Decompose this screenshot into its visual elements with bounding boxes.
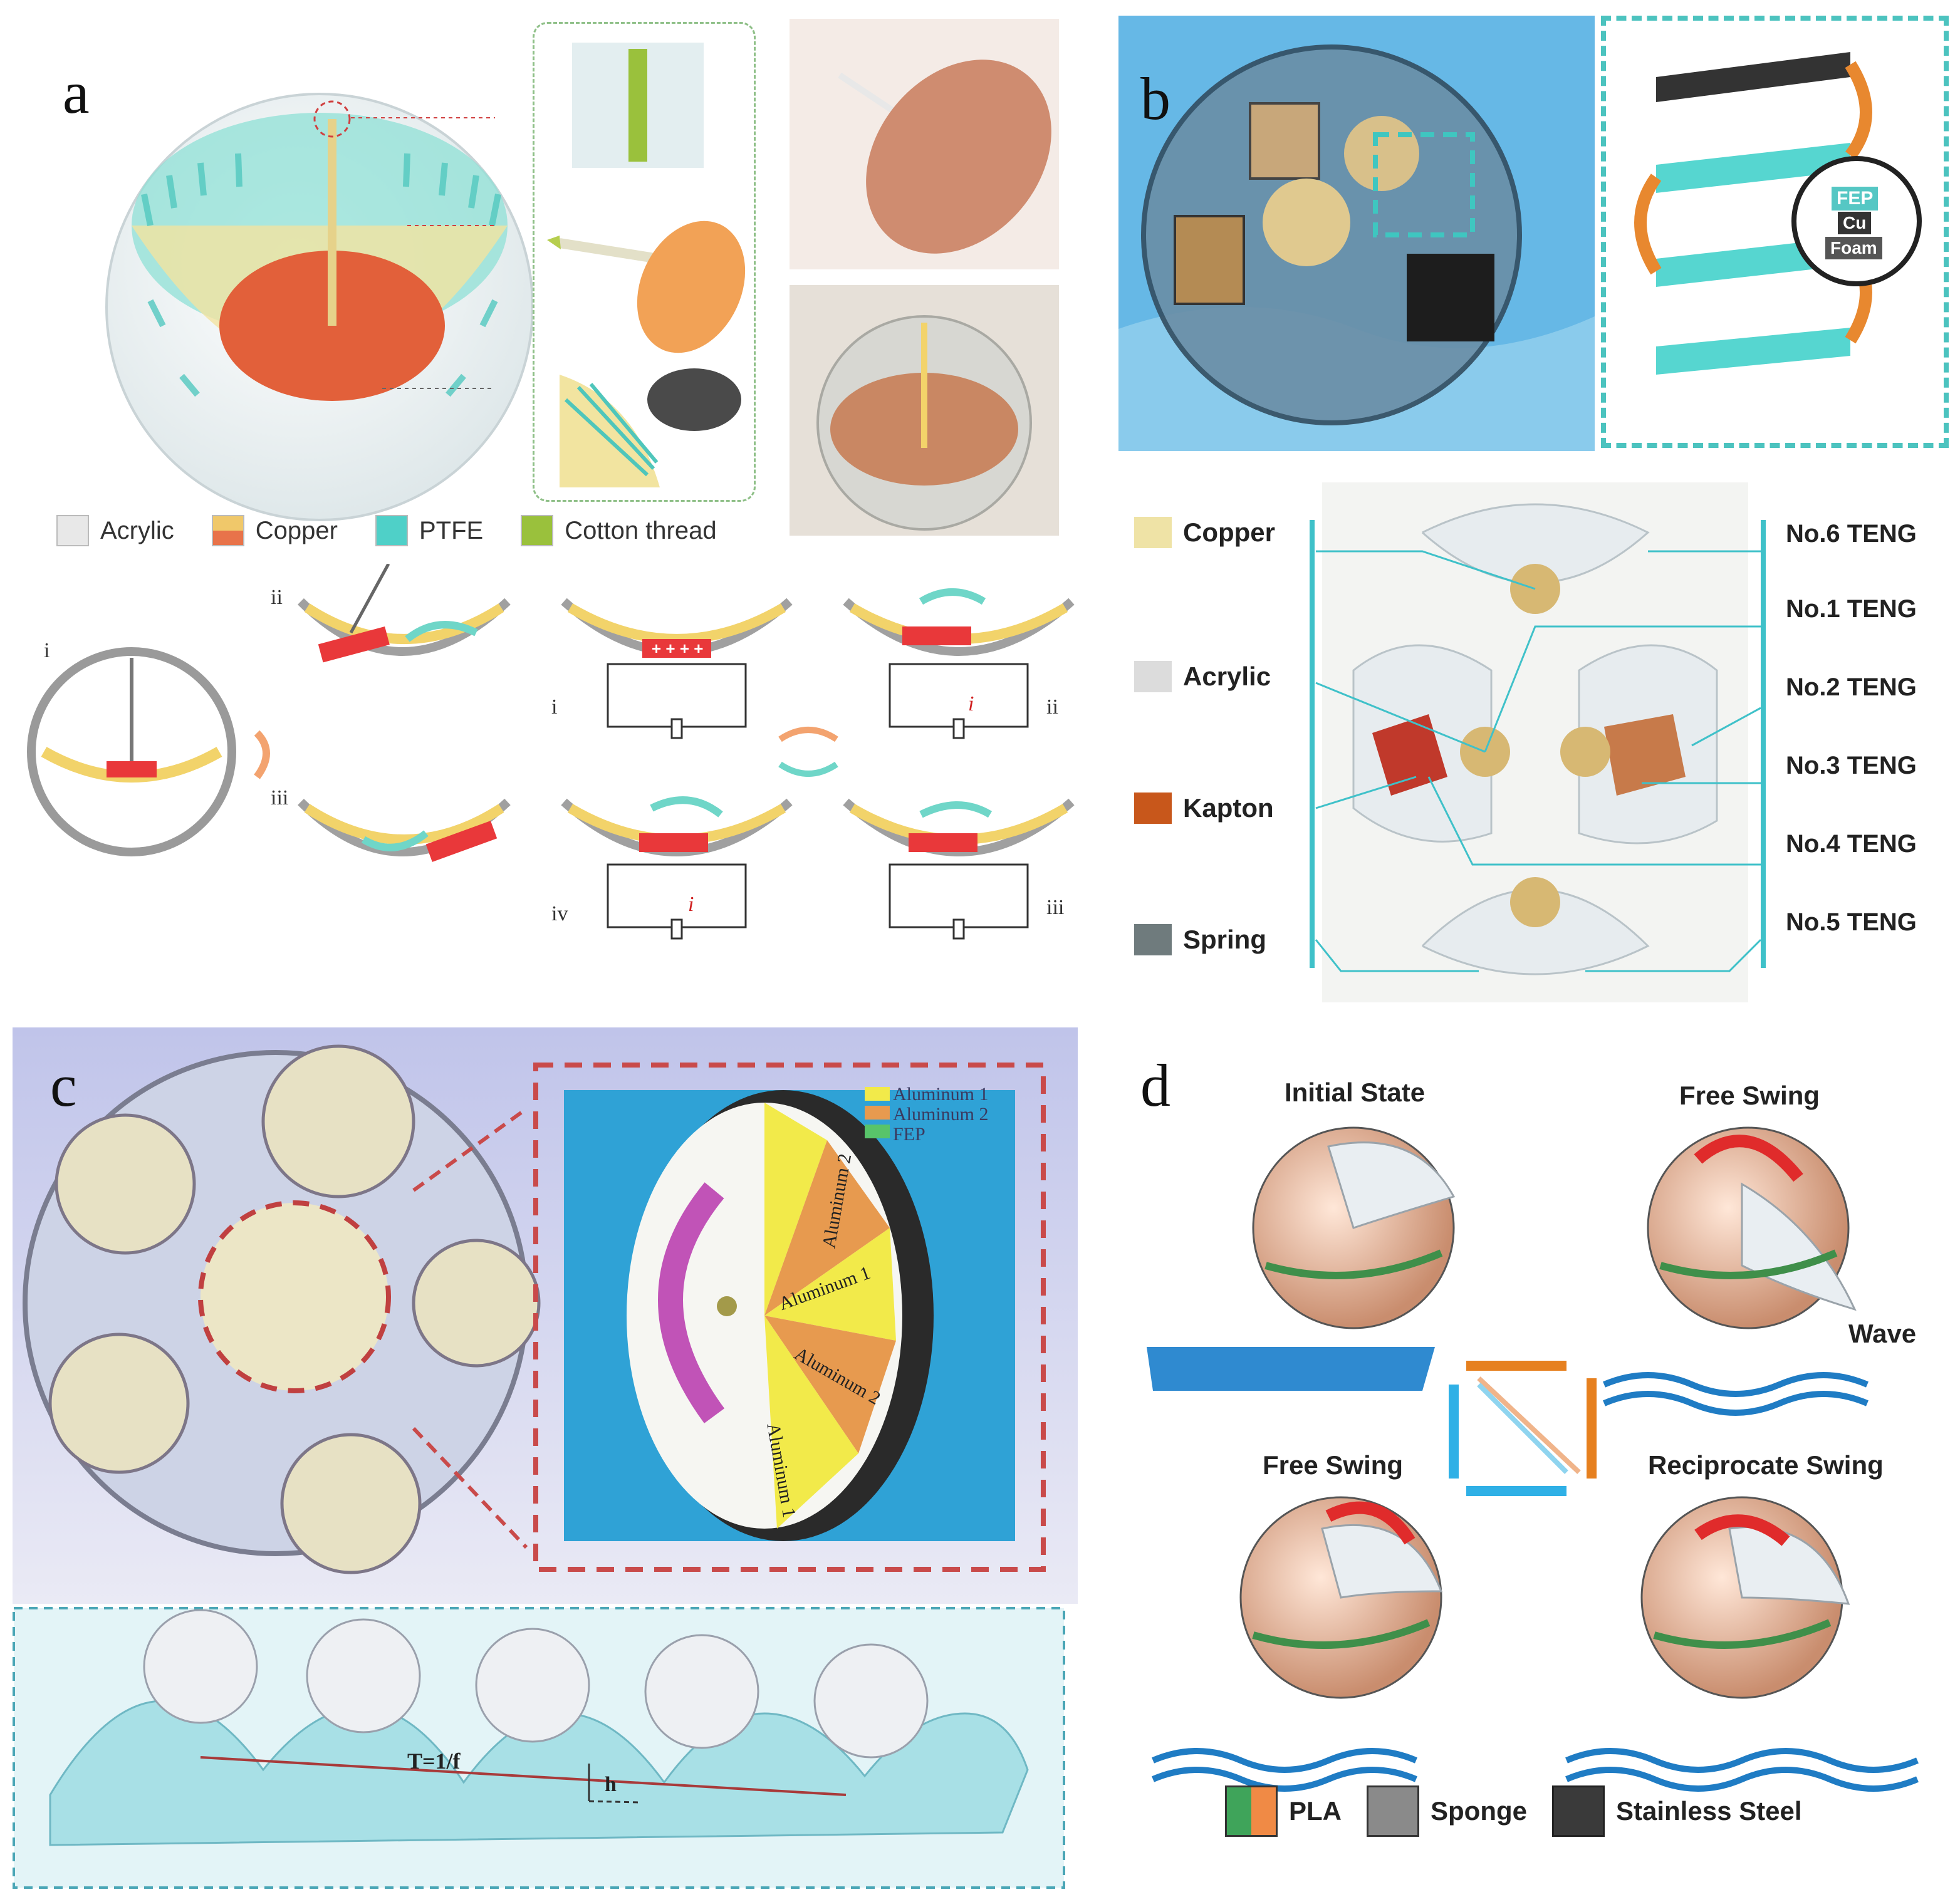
swatch-sponge	[1367, 1785, 1419, 1837]
state-label-free-swing-bottom: Free Swing	[1263, 1450, 1404, 1480]
panel-a-step-diagrams	[27, 564, 1075, 940]
panel-b-left-rail	[1310, 520, 1315, 968]
panel-d-illustration	[1147, 1126, 1919, 1792]
current-label-iv: i	[688, 893, 694, 916]
panel-b-sphere-illustration	[1118, 16, 1595, 451]
panel-b-right-rail	[1761, 520, 1766, 968]
panel-a-sphere-illustration	[105, 93, 534, 521]
panel-a-inset-illustrations	[547, 43, 746, 487]
teng-label-1: No.1 TENG	[1786, 595, 1917, 623]
legend-item-acrylic: Acrylic	[56, 515, 174, 546]
panel-b-inset-box: FEP Cu Foam	[1601, 16, 1949, 448]
legend-item-cotton-thread: Cotton thread	[521, 515, 717, 546]
swatch-stainless-steel	[1552, 1785, 1605, 1837]
panel-b-zigzag-teng	[1634, 52, 1922, 375]
legend-label: PTFE	[419, 516, 484, 544]
swatch-ptfe	[375, 515, 408, 546]
swatch-acrylic	[56, 515, 89, 546]
step-label-right-i: i	[551, 695, 558, 719]
legend-item-pla: PLA	[1225, 1785, 1342, 1837]
teng-label-6: No.6 TENG	[1786, 520, 1917, 548]
panel-b-exploded-view	[1315, 482, 1762, 1002]
inset-legend-aluminum-1: Aluminum 1	[893, 1084, 989, 1104]
material-copper: Copper	[1134, 517, 1275, 548]
panel-c-wave-illustration	[13, 1607, 1065, 1889]
legend-label: Sponge	[1431, 1796, 1527, 1826]
current-label-ii: i	[968, 692, 974, 715]
legend-item-stainless-steel: Stainless Steel	[1552, 1785, 1801, 1837]
panel-a-label: a	[63, 59, 90, 126]
panel-d-legend: PLA Sponge Stainless Steel	[1225, 1785, 1801, 1837]
inset-layer-foam: Foam	[1825, 237, 1882, 259]
panel-c-label: c	[50, 1052, 77, 1119]
step-label-right-iii: iii	[1046, 896, 1065, 919]
material-label: Acrylic	[1183, 662, 1271, 691]
legend-label: PLA	[1289, 1796, 1342, 1826]
panel-b: FEP Cu Foam b	[1115, 0, 1960, 1002]
teng-label-2: No.2 TENG	[1786, 673, 1917, 701]
panel-c-illustration	[13, 1027, 1078, 1604]
step-label-right-ii: ii	[1046, 695, 1058, 719]
panel-d: d Initial State Free Swing Free Swing Re…	[1115, 1027, 1960, 1886]
inset-layer-fep: FEP	[1832, 187, 1879, 210]
panel-d-label: d	[1140, 1052, 1170, 1119]
state-label-free-swing-top: Free Swing	[1679, 1081, 1820, 1110]
legend-label: Cotton thread	[565, 516, 717, 544]
charge-label: + + + +	[652, 639, 704, 658]
swatch-spring	[1134, 924, 1172, 955]
panel-b-structure-area: Copper Acrylic Kapton Spring No.6 TENG N…	[1115, 482, 1960, 1002]
panel-b-label: b	[1140, 65, 1170, 132]
material-spring: Spring	[1134, 924, 1266, 955]
swatch-cotton-thread	[521, 515, 554, 546]
swatch-copper	[211, 515, 244, 546]
inset-legend-fep: FEP	[893, 1124, 925, 1145]
legend-label: Stainless Steel	[1616, 1796, 1802, 1826]
height-label: h	[605, 1773, 617, 1796]
inset-layer-cu: Cu	[1838, 212, 1872, 234]
material-label: Copper	[1183, 517, 1275, 547]
teng-label-3: No.3 TENG	[1786, 752, 1917, 779]
material-acrylic: Acrylic	[1134, 661, 1271, 692]
material-label: Spring	[1183, 925, 1266, 954]
panel-c: Aluminum 1 Aluminum 2 FEP Aluminum 2 Alu…	[13, 1027, 1078, 1889]
legend-item-ptfe: PTFE	[375, 515, 483, 546]
step-label-left-ii: ii	[271, 586, 283, 609]
panel-a-inset-box	[533, 22, 756, 502]
period-label: T=1/f	[407, 1749, 461, 1774]
teng-label-4: No.4 TENG	[1786, 830, 1917, 858]
step-label-left-iii: iii	[271, 786, 289, 809]
teng-label-5: No.5 TENG	[1786, 908, 1917, 936]
wave-label: Wave	[1848, 1319, 1917, 1348]
state-label-initial: Initial State	[1285, 1078, 1426, 1107]
panel-a-legend: Acrylic Copper PTFE Cotton thread	[56, 515, 717, 546]
swatch-acrylic	[1134, 661, 1172, 692]
step-label-right-iv: iv	[551, 902, 568, 925]
legend-item-copper: Copper	[211, 515, 338, 546]
swatch-copper	[1134, 517, 1172, 548]
swatch-pla	[1225, 1785, 1278, 1837]
state-label-reciprocate: Reciprocate Swing	[1648, 1450, 1884, 1480]
panel-a-device-photo	[790, 285, 1059, 536]
panel-a: a	[0, 0, 1109, 959]
legend-label: Acrylic	[100, 516, 174, 544]
material-label: Kapton	[1183, 793, 1274, 823]
step-label-left-i: i	[44, 639, 50, 662]
panel-a-copper-disk-photo	[790, 19, 1059, 269]
inset-legend-aluminum-2: Aluminum 2	[893, 1104, 989, 1125]
material-kapton: Kapton	[1134, 793, 1274, 824]
swatch-kapton	[1134, 793, 1172, 824]
legend-label: Copper	[255, 516, 338, 544]
legend-item-sponge: Sponge	[1367, 1785, 1527, 1837]
